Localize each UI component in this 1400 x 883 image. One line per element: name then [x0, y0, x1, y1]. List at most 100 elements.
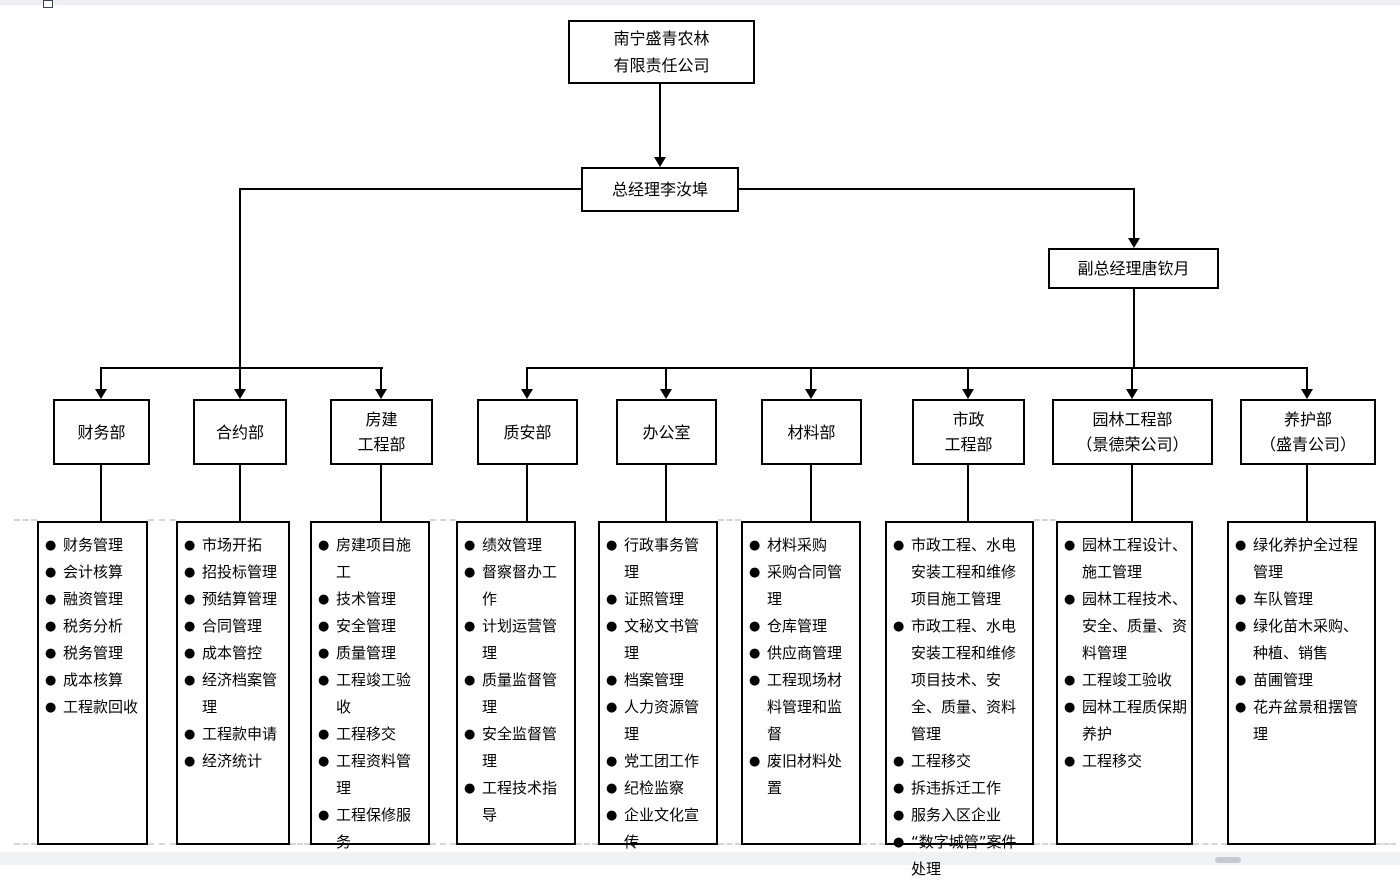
gridline — [14, 519, 37, 521]
duty-text: 苗圃管理 — [1253, 671, 1314, 689]
connector-duties-materials — [810, 465, 812, 521]
bullet-icon: ● — [45, 538, 57, 553]
bullet-icon: ● — [184, 538, 196, 553]
stub-contract — [239, 367, 241, 389]
rail-right — [526, 367, 1308, 369]
company-name-line2: 有限责任公司 — [613, 56, 710, 75]
duty-item: ●质量监督管理 — [463, 667, 570, 721]
duty-text: 档案管理 — [624, 671, 685, 689]
gridline — [1376, 843, 1396, 845]
duties-box-quality: ●绩效管理●督察督办工作●计划运营管理●质量监督管理●安全监督管理●工程技术指导 — [456, 521, 576, 845]
bullet-icon: ● — [893, 619, 905, 634]
bullet-icon: ● — [1064, 538, 1076, 553]
duty-text: 绿化养护全过程管理 — [1253, 536, 1359, 581]
duty-text: 园林工程质保期养护 — [1082, 698, 1188, 743]
connector-duties-municipal — [967, 465, 969, 521]
duty-text: “数字城管”案件处理 — [911, 833, 1017, 878]
duty-text: 园林工程技术、安全、质量、资料管理 — [1082, 590, 1188, 662]
duty-text: 仓库管理 — [767, 617, 828, 635]
arrowhead-maintenance — [1301, 389, 1313, 399]
duty-item: ●企业文化宣传 — [605, 802, 712, 856]
duty-text: 融资管理 — [63, 590, 124, 608]
duty-item: ●采购合同管理 — [748, 559, 855, 613]
duty-text: 工程款申请 — [202, 725, 278, 743]
bullet-icon: ● — [318, 727, 330, 742]
gridline — [576, 843, 598, 845]
gridline — [861, 843, 885, 845]
duty-text: 拆违拆迁工作 — [911, 779, 1002, 797]
arrowhead-landscape — [1126, 389, 1138, 399]
duty-item: ●经济档案管理 — [183, 667, 284, 721]
bullet-icon: ● — [1235, 619, 1247, 634]
dept-name: 合约部 — [215, 422, 264, 442]
duty-text: 安全监督管理 — [482, 725, 558, 770]
arrowhead-housing — [375, 389, 387, 399]
arrowhead-dgm — [1128, 238, 1140, 248]
duty-text: 工程保修服务 — [336, 806, 412, 851]
duty-item: ●预结算管理 — [183, 586, 284, 613]
dgm-box: 副总经理唐钦月 — [1048, 248, 1219, 289]
duties-box-contract: ●市场开拓●招投标管理●预结算管理●合同管理●成本管控●经济档案管理●工程款申请… — [176, 521, 290, 845]
duty-item: ●工程现场材料管理和监督 — [748, 667, 855, 748]
duty-item: ● 园林工程技术、安全、质量、资料管理 — [1063, 586, 1187, 667]
bullet-icon: ● — [1064, 592, 1076, 607]
duty-item: ●仓库管理 — [748, 613, 855, 640]
gridline — [430, 519, 456, 521]
gridline — [1034, 843, 1056, 845]
bullet-icon: ● — [1064, 700, 1076, 715]
table-handle-icon[interactable] — [43, 0, 53, 8]
connector-duties-finance — [100, 465, 102, 521]
bullet-icon: ● — [893, 538, 905, 553]
duty-text: 供应商管理 — [767, 644, 843, 662]
dept-name: （景德荣公司） — [1076, 435, 1189, 454]
duty-item: ●工程款回收 — [44, 694, 142, 721]
connector-duties-maintenance — [1306, 465, 1308, 521]
dept-box-maintenance: 养护部 （盛青公司） — [1240, 399, 1376, 465]
duty-text: 行政事务管理 — [624, 536, 700, 581]
connector-duties-landscape — [1131, 465, 1133, 521]
gridline — [1034, 519, 1056, 521]
duty-item: ● 园林工程质保期养护 — [1063, 694, 1187, 748]
bullet-icon: ● — [318, 808, 330, 823]
duty-text: 工程款回收 — [63, 698, 139, 716]
duty-item: ●工程资料管理 — [317, 748, 424, 802]
stub-office — [665, 367, 667, 389]
bullet-icon: ● — [45, 673, 57, 688]
duty-item: ●绿化苗木采购、种植、销售 — [1234, 613, 1370, 667]
duty-text: 经济统计 — [202, 752, 263, 770]
bullet-icon: ● — [318, 754, 330, 769]
horizontal-scrollbar-thumb[interactable] — [1215, 857, 1241, 863]
duty-text: 预结算管理 — [202, 590, 278, 608]
duty-item: ●工程移交 — [1063, 748, 1187, 775]
duty-text: 采购合同管理 — [767, 563, 843, 608]
arrowhead-gm — [654, 157, 666, 167]
duty-item: ●财务管理 — [44, 532, 142, 559]
gridline — [430, 843, 456, 845]
stub-maintenance — [1306, 367, 1308, 389]
bullet-icon: ● — [606, 781, 618, 796]
bullet-icon: ● — [1235, 700, 1247, 715]
stub-finance — [100, 367, 102, 389]
duty-item: ●行政事务管理 — [605, 532, 712, 586]
gridline — [290, 843, 310, 845]
stub-municipal — [967, 367, 969, 389]
dept-name: 工程部 — [944, 435, 993, 454]
duty-text: 工程移交 — [911, 752, 972, 770]
company-box: 南宁盛青农林 有限责任公司 — [568, 20, 755, 84]
gridline — [1193, 843, 1227, 845]
gridline — [718, 843, 741, 845]
bottom-scrollbar-track[interactable] — [0, 852, 1400, 865]
duty-item: ●材料采购 — [748, 532, 855, 559]
dept-name: 材料部 — [787, 422, 836, 442]
top-toolbar-strip — [0, 0, 1400, 5]
duty-item: ●苗圃管理 — [1234, 667, 1370, 694]
dept-name: 养护部 — [1283, 410, 1332, 429]
dept-box-contract: 合约部 — [193, 399, 287, 465]
duty-text: 市场开拓 — [202, 536, 263, 554]
duty-item: ●工程竣工验收 — [317, 667, 424, 721]
duty-item: ●安全管理 — [317, 613, 424, 640]
duty-item: ●房建项目施工 — [317, 532, 424, 586]
bullet-icon: ● — [464, 727, 476, 742]
arrowhead-office — [660, 389, 672, 399]
dept-box-office: 办公室 — [616, 399, 717, 465]
